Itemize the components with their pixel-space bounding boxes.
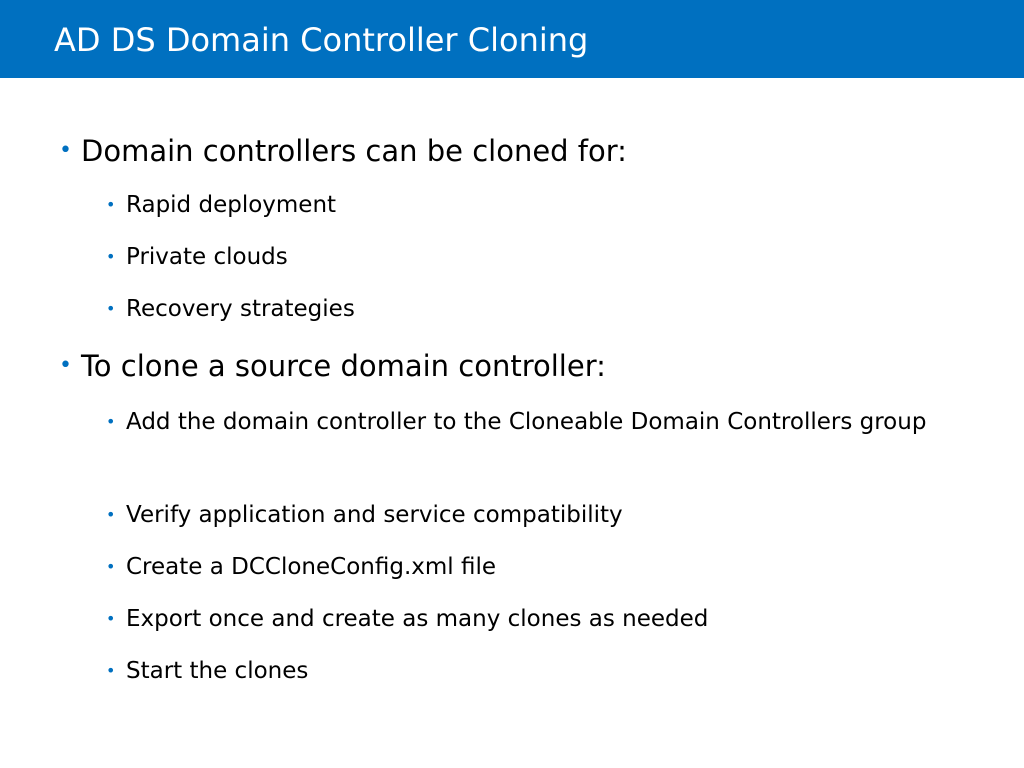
bullet-icon: •: [106, 247, 116, 266]
list-item: • Create a DCCloneConfig.xml file: [106, 546, 966, 588]
list-item: • Start the clones: [106, 650, 966, 692]
list-item: • Export once and create as many clones …: [106, 598, 966, 640]
list-item: • Rapid deployment: [106, 184, 966, 226]
list-item: • Private clouds: [106, 236, 966, 278]
list-item-text: Start the clones: [126, 658, 309, 684]
bullet-icon: •: [106, 412, 116, 431]
section-heading-1: • Domain controllers can be cloned for:: [59, 133, 627, 169]
bullet-icon: •: [106, 505, 116, 524]
bullet-icon: •: [59, 353, 72, 378]
bullet-icon: •: [106, 299, 116, 318]
list-item-text: Export once and create as many clones as…: [126, 606, 709, 632]
bullet-icon: •: [59, 138, 72, 163]
list-item-text: Verify application and service compatibi…: [126, 502, 623, 528]
list-item: • Add the domain controller to the Clone…: [106, 401, 966, 443]
title-bar: AD DS Domain Controller Cloning: [0, 0, 1024, 78]
list-item-text: Create a DCCloneConfig.xml file: [126, 554, 497, 580]
section-heading-text: To clone a source domain controller:: [81, 349, 606, 383]
bullet-icon: •: [106, 661, 116, 680]
list-item-text: Add the domain controller to the Cloneab…: [126, 409, 927, 435]
list-item: • Recovery strategies: [106, 288, 966, 330]
slide-title: AD DS Domain Controller Cloning: [54, 21, 589, 59]
list-item-text: Rapid deployment: [126, 192, 337, 218]
list-item-text: Private clouds: [126, 244, 288, 270]
bullet-icon: •: [106, 609, 116, 628]
section-heading-2: • To clone a source domain controller:: [59, 348, 606, 384]
section-heading-text: Domain controllers can be cloned for:: [81, 134, 627, 168]
bullet-icon: •: [106, 195, 116, 214]
list-item: • Verify application and service compati…: [106, 494, 966, 536]
list-item-text: Recovery strategies: [126, 296, 355, 322]
bullet-icon: •: [106, 557, 116, 576]
